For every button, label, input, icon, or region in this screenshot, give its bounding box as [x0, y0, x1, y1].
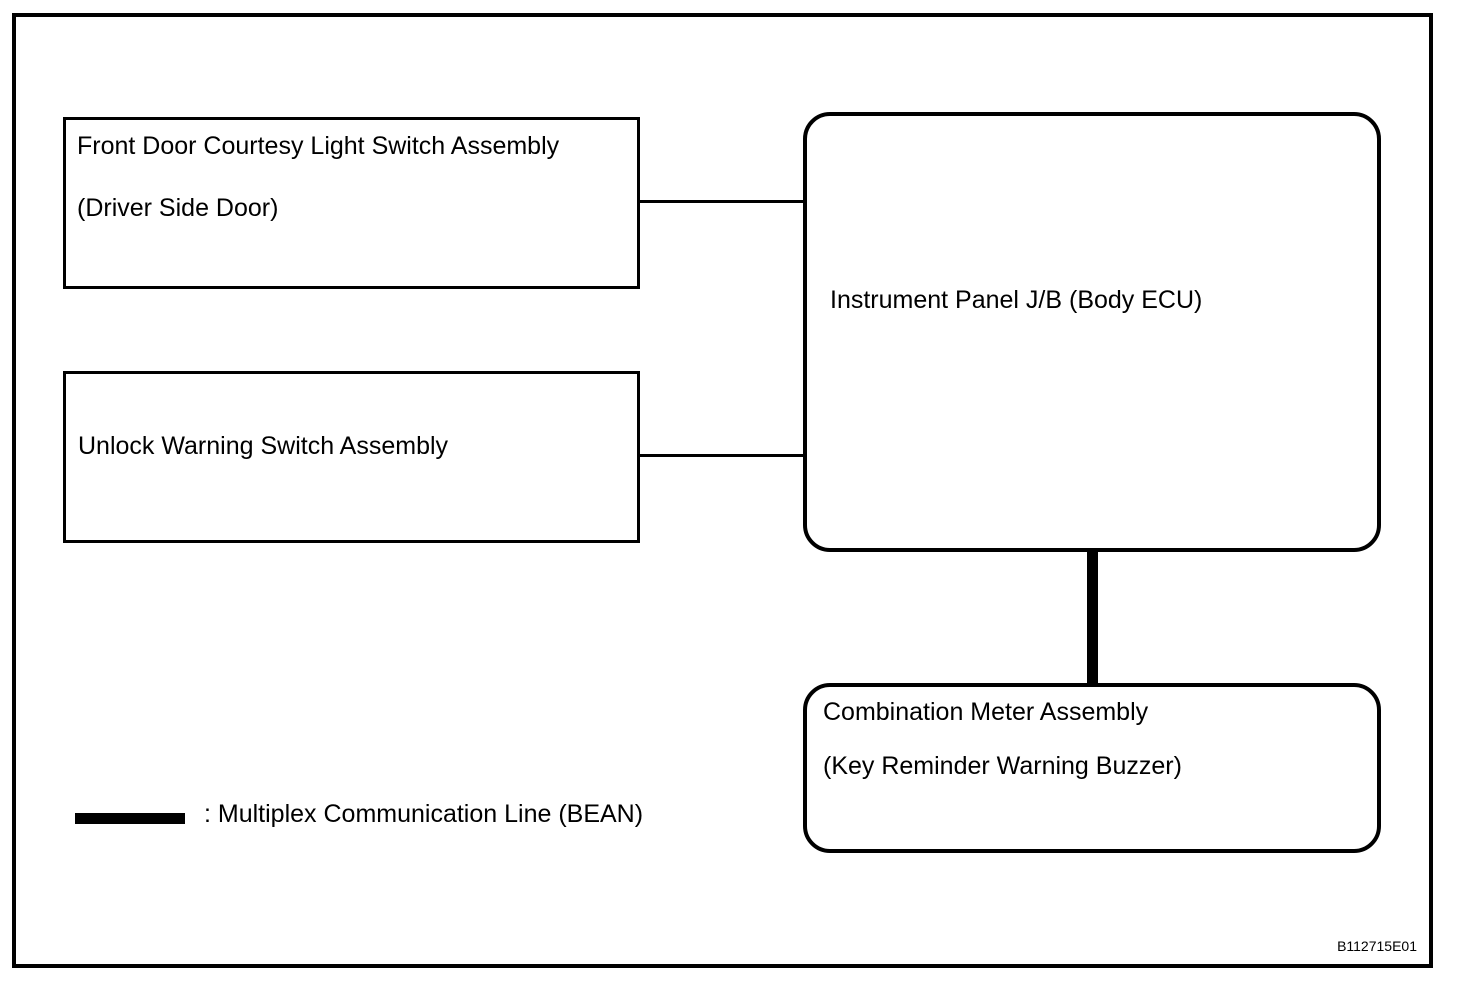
- legend-bean-line-swatch: [75, 813, 185, 824]
- block-unlock-warning-switch: Unlock Warning Switch Assembly: [63, 371, 640, 543]
- figure-code: B112715E01: [1337, 938, 1417, 954]
- block-instrument-panel-jb: Instrument Panel J/B (Body ECU): [803, 112, 1381, 552]
- legend-label: : Multiplex Communication Line (BEAN): [204, 800, 644, 828]
- block-combination-meter: Combination Meter Assembly (Key Reminder…: [803, 683, 1381, 853]
- block-sublabel: (Driver Side Door): [77, 194, 279, 222]
- legend: : Multiplex Communication Line (BEAN): [75, 796, 643, 833]
- block-label: Instrument Panel J/B (Body ECU): [830, 286, 1203, 314]
- block-label: Combination Meter Assembly: [823, 698, 1149, 726]
- multiplex-bean-line: [1087, 550, 1098, 686]
- block-sublabel: (Key Reminder Warning Buzzer): [823, 752, 1182, 780]
- block-label: Unlock Warning Switch Assembly: [78, 432, 449, 460]
- block-front-door-courtesy-light-switch: Front Door Courtesy Light Switch Assembl…: [63, 117, 640, 289]
- wire-unlock-to-jb: [640, 454, 803, 457]
- wire-front-door-to-jb: [640, 200, 803, 203]
- block-label: Front Door Courtesy Light Switch Assembl…: [77, 132, 560, 160]
